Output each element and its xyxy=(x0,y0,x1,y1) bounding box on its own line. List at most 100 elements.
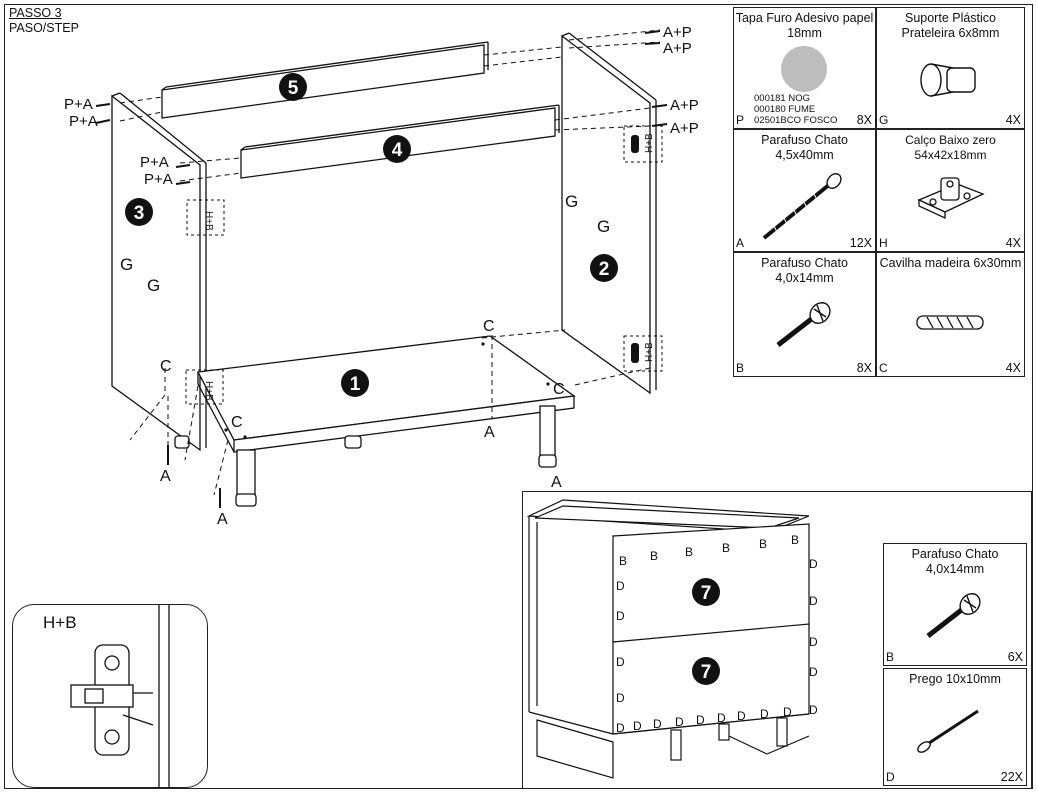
callout-c: C xyxy=(160,358,172,375)
panel-5-number: 5 xyxy=(288,78,299,99)
panel-2-number: 2 xyxy=(599,259,610,280)
part-B-title: Parafuso Chato 4,0x14mm xyxy=(761,256,848,285)
part-G-qty: 4X xyxy=(1005,113,1021,127)
nail-d: D xyxy=(675,715,684,729)
part-B-qty: 8X xyxy=(856,361,872,375)
part-B2-letter: B xyxy=(886,650,895,664)
callout-h-b: H+B xyxy=(203,381,214,401)
callout-a-p: A+P xyxy=(663,24,692,41)
panel-7-number: 7 xyxy=(701,662,712,683)
part-B2-qty: 6X xyxy=(1007,650,1023,664)
part-D-letter: D xyxy=(886,770,895,784)
part-B-letter: B xyxy=(736,361,745,375)
hinge-plate-icon xyxy=(917,177,985,220)
leg xyxy=(344,435,362,449)
hinge-detail-callout: H+B xyxy=(12,604,208,788)
callout-p-a: P+A xyxy=(140,154,169,171)
hinge-detail-title: H+B xyxy=(43,613,77,632)
nail-d: D xyxy=(809,635,818,649)
nail-d: D xyxy=(760,707,769,721)
nail-b: B xyxy=(685,545,693,559)
nail-d: D xyxy=(616,579,625,593)
diagram-frame xyxy=(4,4,1033,789)
part-H-title: Calço Baixo zero 54x42x18mm xyxy=(905,133,996,162)
nail-b: B xyxy=(759,537,767,551)
callout-a: A xyxy=(484,424,495,441)
part-H-letter: H xyxy=(879,236,888,250)
part-H-qty: 4X xyxy=(1005,236,1021,250)
panel-3-number: 3 xyxy=(134,203,145,224)
callout-a-p: A+P xyxy=(670,120,699,137)
part-A-title: Parafuso Chato 4,5x40mm xyxy=(761,133,848,162)
nail-d: D xyxy=(616,655,625,669)
callout-a: A xyxy=(160,468,171,485)
nail-b: B xyxy=(722,541,730,555)
nail-icon xyxy=(917,709,979,753)
panel-number-discs: 5 4 3 2 1 xyxy=(125,73,618,397)
callout-h-b: H+B xyxy=(203,211,214,231)
code-line: 000180 FUME xyxy=(754,104,816,115)
part-D-title: Prego 10x10mm xyxy=(909,672,1001,686)
hinge-detail-icon xyxy=(70,605,170,787)
nail-d: D xyxy=(737,709,746,723)
callout-h-b: H+B xyxy=(644,342,655,362)
adhesive-cap-icon xyxy=(781,46,827,92)
part-G-letter: G xyxy=(879,113,889,127)
nail-d: D xyxy=(783,705,792,719)
part-P-qty: 8X xyxy=(856,113,872,127)
nail-b: B xyxy=(791,533,799,547)
leg xyxy=(236,449,256,499)
callout-c: C xyxy=(553,381,565,398)
nail-b: B xyxy=(619,554,627,568)
wood-dowel-icon xyxy=(916,315,984,330)
callout-a: A xyxy=(551,474,562,491)
part-A-box: Parafuso Chato 4,5x40mm A 12X xyxy=(733,129,876,252)
screw-short-icon xyxy=(926,593,981,638)
callout-g: G xyxy=(147,276,160,295)
back-panel-drawing: B B B B B B D D D D D D D D D D D D D D … xyxy=(526,499,818,779)
side-panel-right xyxy=(561,34,651,395)
code-line: 000181 NOG xyxy=(754,93,810,104)
callout-a: A xyxy=(217,511,228,528)
part-G-title: Suporte Plástico Prateleira 6x8mm xyxy=(901,11,1000,40)
callout-p-a: P+A xyxy=(64,96,93,113)
part-A-qty: 12X xyxy=(849,236,872,250)
nail-d: D xyxy=(616,691,625,705)
callout-g: G xyxy=(597,217,610,236)
panel-7-number: 7 xyxy=(701,583,712,604)
screw-long-icon xyxy=(762,173,842,240)
nail-b: B xyxy=(650,549,658,563)
part-C-letter: C xyxy=(879,361,888,375)
callout-h-b: H+B xyxy=(644,133,655,153)
shelf-support-icon xyxy=(920,63,976,97)
part-A-letter: A xyxy=(736,236,745,250)
nail-d: D xyxy=(616,721,625,735)
step-title: PASSO 3 xyxy=(9,6,62,20)
nail-d: D xyxy=(809,665,818,679)
part-H-box: Calço Baixo zero 54x42x18mm H 4X xyxy=(876,129,1025,252)
callout-a-p: A+P xyxy=(663,40,692,57)
step-subtitle: PASO/STEP xyxy=(9,21,79,35)
part-C-box: Cavilha madeira 6x30mm C 4X xyxy=(876,252,1025,377)
nail-d: D xyxy=(809,557,818,571)
callout-a-p: A+P xyxy=(670,97,699,114)
part-D-qty: 22X xyxy=(1000,770,1023,784)
panel-4-number: 4 xyxy=(392,140,403,161)
callout-g: G xyxy=(565,192,578,211)
part-B-box: Parafuso Chato 4,0x14mm B 8X xyxy=(733,252,876,377)
part-P-letter: P xyxy=(736,113,745,127)
leg xyxy=(539,405,556,461)
part-B2-title: Parafuso Chato 4,0x14mm xyxy=(911,547,999,576)
nail-d: D xyxy=(809,594,818,608)
callout-p-a: P+A xyxy=(69,113,98,130)
part-C-title: Cavilha madeira 6x30mm xyxy=(879,256,1022,270)
part-B2-box: Parafuso Chato 4,0x14mm B 6X xyxy=(883,543,1027,666)
part-C-qty: 4X xyxy=(1005,361,1021,375)
callout-g: G xyxy=(120,255,133,274)
part-P-title: Tapa Furo Adesivo papel 18mm xyxy=(735,11,874,40)
step-heading: PASSO 3 PASO/STEP xyxy=(9,6,79,36)
nail-d: D xyxy=(809,703,818,717)
callout-c: C xyxy=(483,318,495,335)
nail-d: D xyxy=(696,713,705,727)
